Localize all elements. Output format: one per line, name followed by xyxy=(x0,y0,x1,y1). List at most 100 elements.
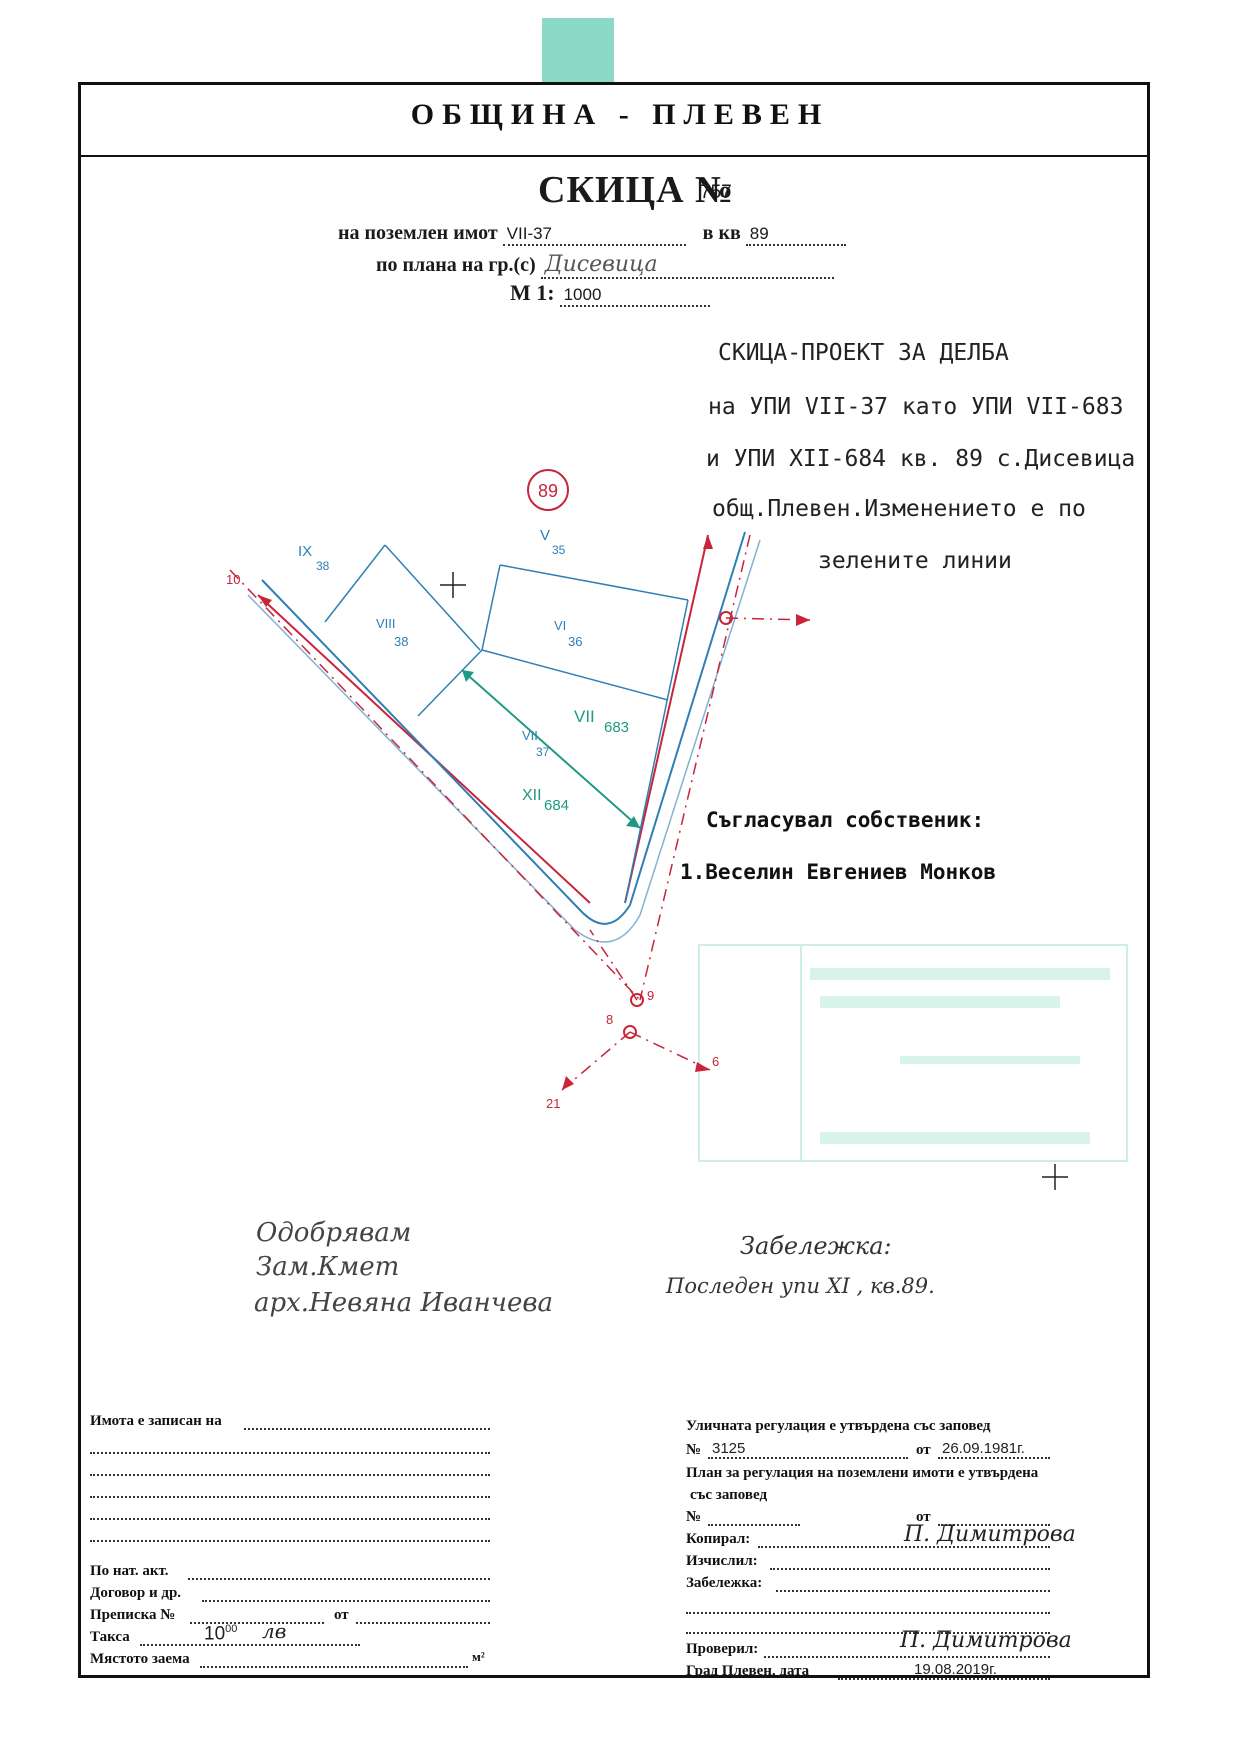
blue-street-edge xyxy=(261,531,746,925)
lot-number-new: 683 xyxy=(604,719,629,736)
lot-boundary xyxy=(499,564,689,601)
stamp-band xyxy=(820,996,1060,1008)
contract-label: Договор и др. xyxy=(90,1585,182,1601)
notes-label: Забележка: xyxy=(686,1575,763,1591)
lot-number-new: 684 xyxy=(544,797,569,814)
point-marker-9 xyxy=(630,993,644,1007)
owner-label: Имота е записан на xyxy=(90,1413,222,1429)
stamp-band xyxy=(810,968,1110,980)
street-from-value: 26.09.1981г. xyxy=(942,1440,1025,1457)
copied-signature: П. Димитрова xyxy=(904,1522,1076,1547)
lot-number-old: 37 xyxy=(536,745,550,759)
plan-value-text: Дисевица xyxy=(544,252,658,277)
plan-reg-label: План за регулация на поземлени имоти е у… xyxy=(686,1465,1039,1481)
arrow-head xyxy=(258,595,272,607)
axis-to-21 xyxy=(561,1031,631,1091)
point-label: 9 xyxy=(647,988,654,1003)
arrow-head xyxy=(695,1062,710,1072)
sketch-title: СКИЦА № xyxy=(538,169,735,211)
deed-label: По нат. акт. xyxy=(90,1563,169,1579)
block-value-text: 89 xyxy=(749,224,769,243)
faded-stamp xyxy=(698,944,1128,1162)
note-text: Последен упи XI , кв.89. xyxy=(666,1274,935,1298)
case-label: Преписка № xyxy=(90,1607,176,1623)
property-row: на поземлен имот VII-37 в кв 89 xyxy=(338,222,846,246)
checked-line xyxy=(764,1656,1050,1658)
fee-value: 1000 xyxy=(204,1623,237,1645)
order-no-label: № xyxy=(686,1509,702,1525)
stamp-band xyxy=(820,1132,1090,1144)
point-label: 6 xyxy=(712,1054,719,1069)
note-title: Забележка: xyxy=(740,1232,892,1260)
point-label: 10 xyxy=(226,572,240,587)
fee-line xyxy=(140,1644,360,1646)
case-from-line xyxy=(356,1622,490,1624)
area-label: Мястото заема xyxy=(90,1651,190,1667)
owner-line xyxy=(90,1452,490,1454)
date-line xyxy=(838,1678,1050,1680)
notes-line xyxy=(686,1612,1050,1614)
street-no-value: 3125 xyxy=(712,1440,746,1457)
approval-line-1: Одобрявам xyxy=(256,1218,412,1248)
city-date-label: Град Плевен, дата xyxy=(686,1663,810,1679)
notes-line xyxy=(686,1632,1050,1634)
lot-roman: IX xyxy=(298,543,312,560)
lot-number: 38 xyxy=(394,634,408,649)
property-label: на поземлен имот xyxy=(338,222,498,244)
area-line xyxy=(200,1666,468,1668)
street-from-label: от xyxy=(916,1442,931,1458)
arrow-head xyxy=(796,614,810,626)
fee-currency: лв xyxy=(262,1619,287,1643)
fee-amount: 10 xyxy=(204,1623,226,1645)
lot-number: 36 xyxy=(568,634,582,649)
axis-up xyxy=(589,929,638,1001)
owner-line xyxy=(90,1540,490,1542)
point-marker-8 xyxy=(623,1025,637,1039)
scale-label: М 1: xyxy=(510,280,555,305)
lot-boundary xyxy=(324,544,386,623)
fee-label: Такса xyxy=(90,1629,130,1645)
lot-boundary xyxy=(624,599,689,904)
document-frame xyxy=(78,82,1150,1678)
project-line-4: общ.Плевен.Изменението е по xyxy=(712,496,1086,522)
stamp-left-panel xyxy=(700,946,802,1160)
lot-roman-new: XII xyxy=(522,787,542,804)
property-value-text: VII-37 xyxy=(506,224,553,243)
order-label: със заповед xyxy=(690,1487,768,1503)
lot-number: 38 xyxy=(316,559,330,573)
street-no-line xyxy=(708,1457,908,1459)
owner-line xyxy=(90,1474,490,1476)
lot-boundary xyxy=(417,649,483,717)
case-from-label: от xyxy=(334,1607,349,1623)
agreement-title: Съгласувал собственик: xyxy=(706,808,985,832)
green-tab-marker xyxy=(542,18,614,82)
approval-line-2: Зам.Кмет xyxy=(256,1252,400,1282)
block-circle-label: 89 xyxy=(538,481,558,501)
agreement-owner: 1.Веселин Евгениев Монков xyxy=(680,860,997,884)
municipality-title: ОБЩИНА - ПЛЕВЕН xyxy=(410,98,830,131)
scale-value: 1000 xyxy=(559,285,710,307)
header-rule xyxy=(78,155,1150,157)
green-arrow-head xyxy=(462,670,474,682)
approval-line-3: арх.Невяна Иванчева xyxy=(254,1288,553,1318)
fee-cents: 00 xyxy=(225,1623,238,1635)
project-line-2: на УПИ VII-37 като УПИ VII-683 xyxy=(708,394,1124,420)
date-value: 19.08.2019г. xyxy=(914,1661,997,1678)
street-no-label: № xyxy=(686,1442,702,1458)
axis-to-6 xyxy=(629,1031,711,1071)
block-value: 89 xyxy=(745,224,846,246)
lot-roman: VI xyxy=(554,618,566,633)
scale-row: М 1: 1000 xyxy=(510,280,710,307)
arrow-head xyxy=(703,535,713,549)
lot-roman-old: VII xyxy=(522,728,538,743)
owner-line xyxy=(90,1496,490,1498)
order-no-line xyxy=(708,1524,800,1526)
order-from-line xyxy=(938,1524,1050,1526)
lot-roman-new: VII xyxy=(574,707,595,726)
red-street-line xyxy=(624,534,709,904)
notes-line xyxy=(776,1590,1050,1592)
sketch-number: 757 xyxy=(700,182,732,203)
street-reg-label: Уличната регулация е утвърдена със запов… xyxy=(686,1418,991,1434)
owner-line xyxy=(90,1518,490,1520)
